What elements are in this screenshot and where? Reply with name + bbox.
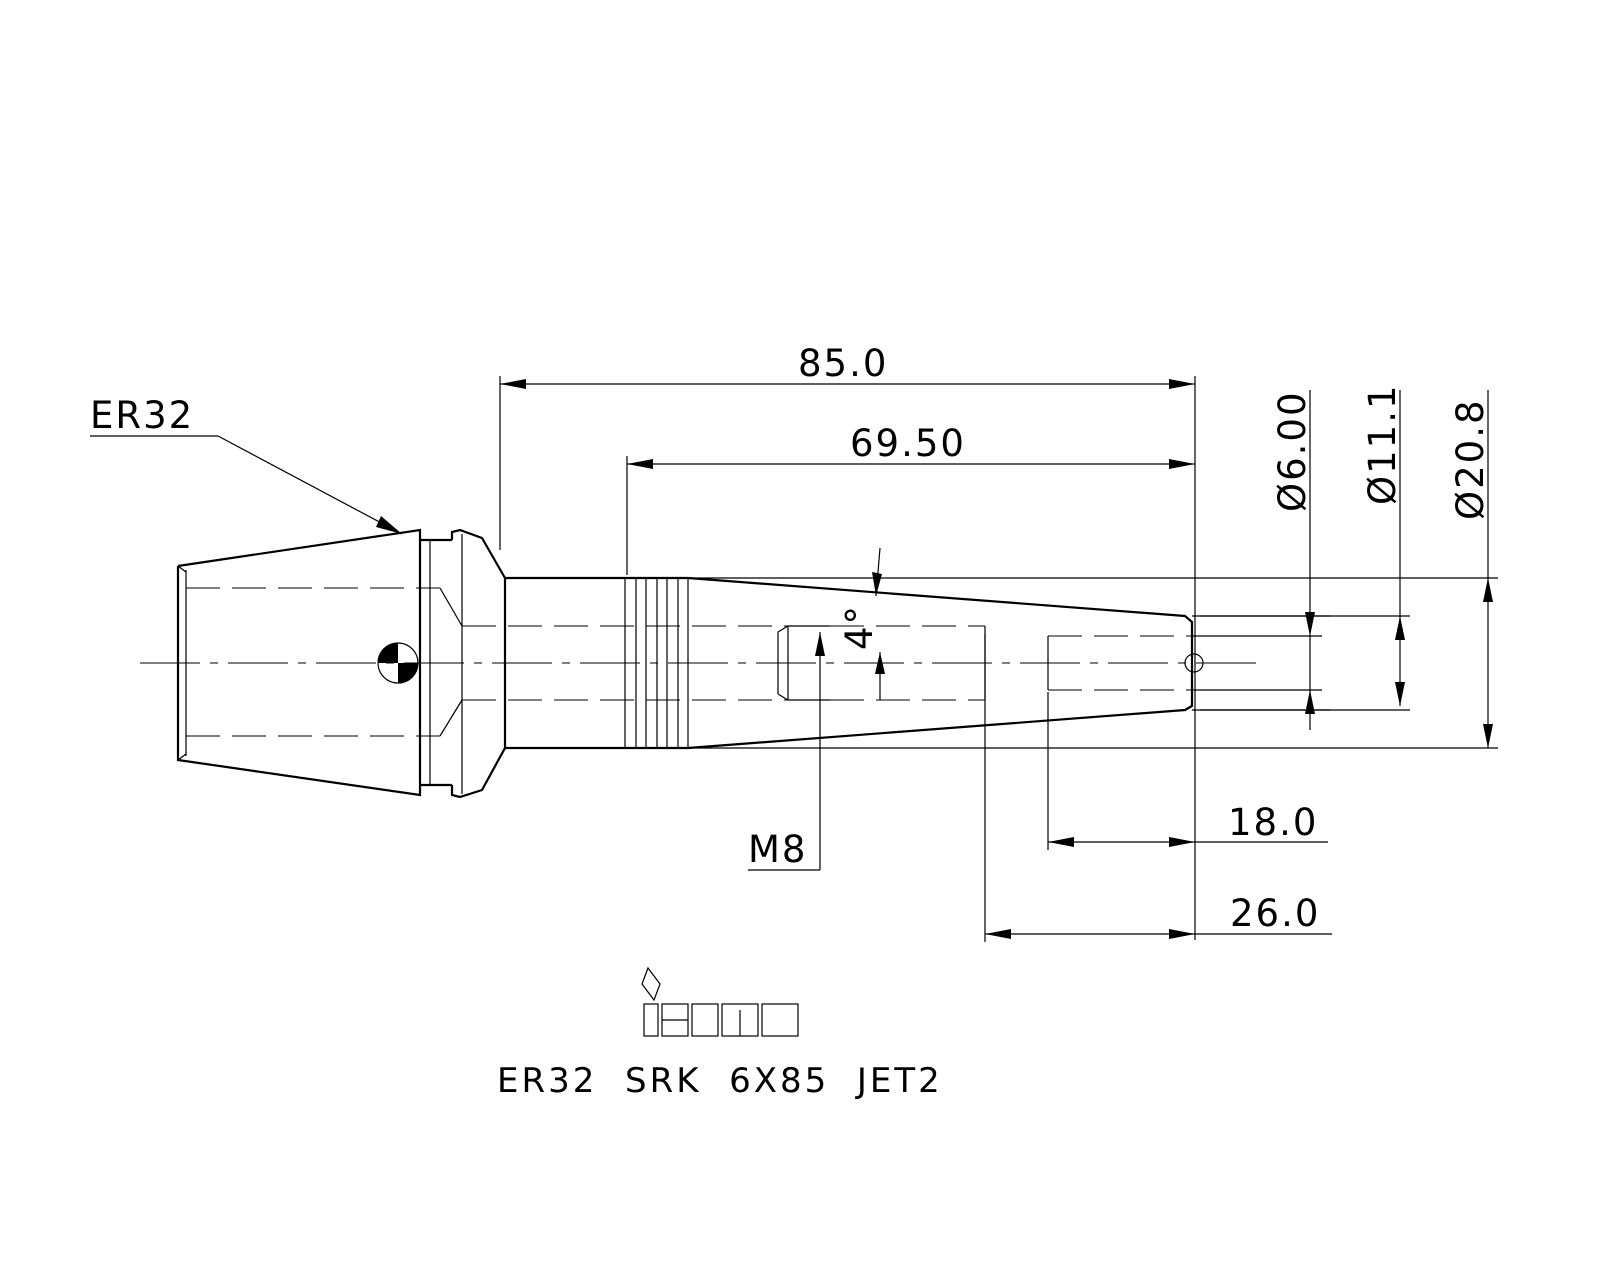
dim-overall: 85.0 xyxy=(499,342,1196,940)
er32-label-group: ER32 xyxy=(90,394,403,535)
collet-body xyxy=(176,528,507,799)
dia-body: Ø20.8 xyxy=(1449,398,1492,520)
angle-marker: 4° xyxy=(838,547,885,700)
iscar-logo xyxy=(641,966,799,1037)
collet-label: ER32 xyxy=(90,394,194,437)
dim-diameters: Ø6.00 Ø11.1 Ø20.8 xyxy=(690,383,1498,749)
hidden-lines xyxy=(186,587,1192,737)
dim-depth-outer: 26.0 xyxy=(984,634,1332,942)
part-number-title: ER32 SRK 6X85 JET2 xyxy=(497,1061,943,1101)
overall-length: 85.0 xyxy=(798,342,888,385)
shank-length: 69.50 xyxy=(850,422,966,465)
datum-symbol xyxy=(377,642,419,684)
thread-label: M8 xyxy=(748,828,807,871)
depth-outer: 26.0 xyxy=(1230,892,1320,935)
arrowhead xyxy=(376,516,402,534)
dim-shank: 69.50 xyxy=(626,422,1195,575)
thread-label-group: M8 xyxy=(748,632,825,871)
dim-depth-inner: 18.0 xyxy=(1047,692,1328,850)
dia-bore: Ø6.00 xyxy=(1271,390,1314,512)
depth-inner: 18.0 xyxy=(1228,801,1318,844)
angle-label: 4° xyxy=(838,604,881,650)
dia-tip: Ø11.1 xyxy=(1361,383,1404,505)
